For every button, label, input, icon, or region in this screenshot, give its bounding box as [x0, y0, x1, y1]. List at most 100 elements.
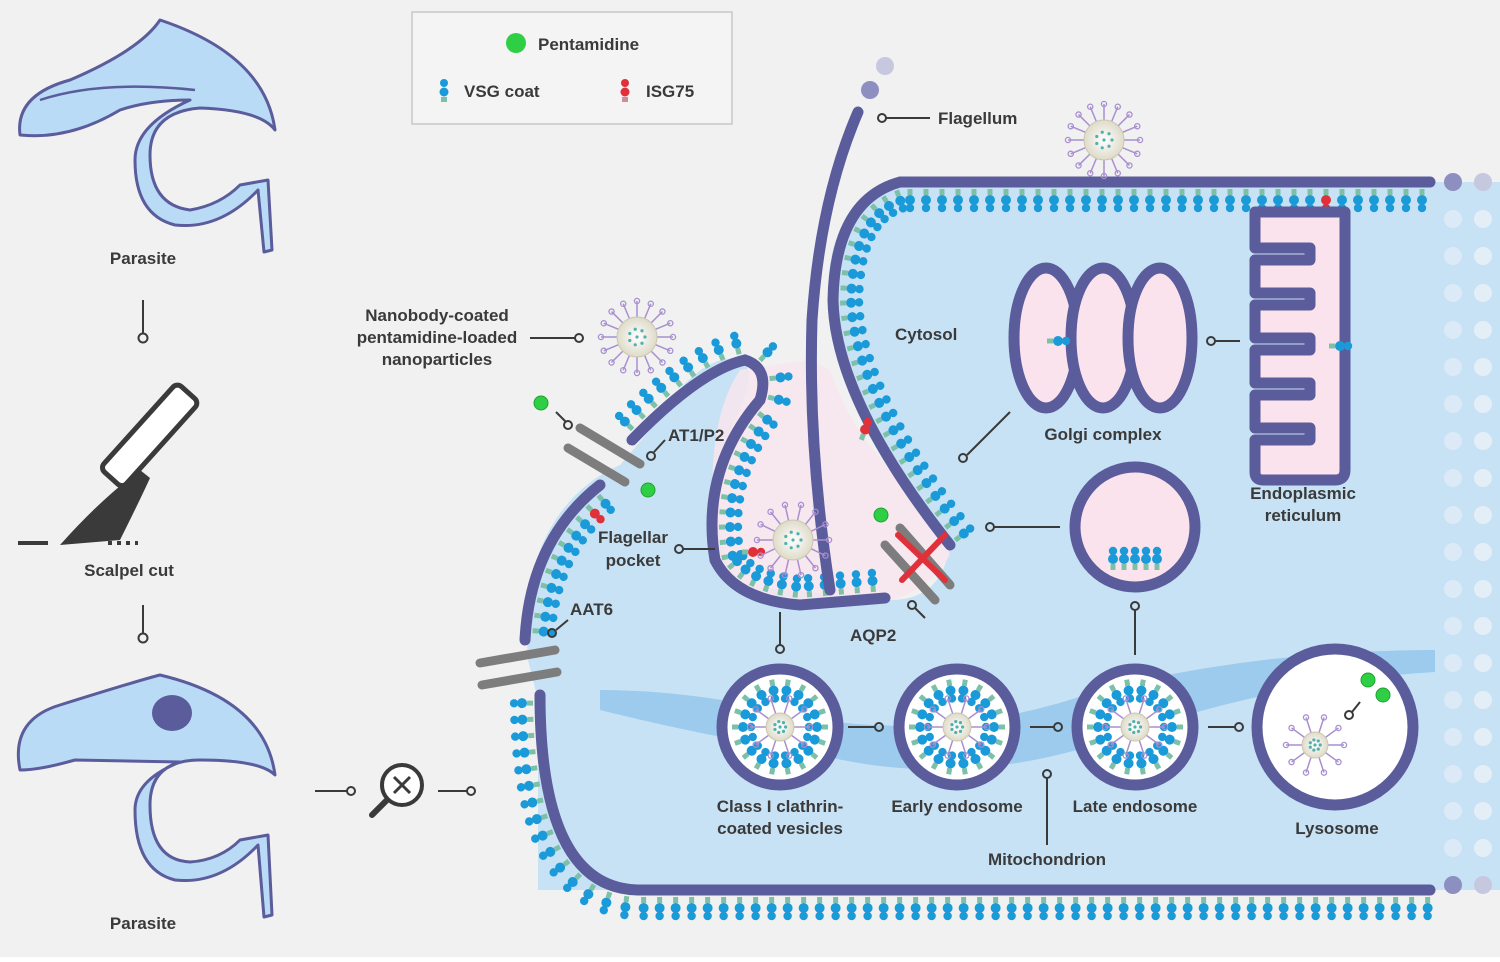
vsg-protein: [803, 732, 826, 746]
edge-dot: [1444, 728, 1462, 746]
vsg-protein: [937, 189, 947, 213]
nanoparticle: [597, 297, 677, 377]
vsg-protein: [847, 240, 871, 253]
vsg-protein: [862, 897, 873, 921]
golgi-complex: [1008, 262, 1198, 414]
vsg-protein: [758, 342, 778, 363]
vsg-protein: [967, 747, 984, 770]
flagellum-label: Flagellum: [938, 109, 1017, 128]
vsg-protein: [851, 570, 862, 594]
vsg-protein: [753, 684, 770, 707]
vsg-protein: [907, 461, 929, 479]
edge-dot: [1474, 765, 1492, 783]
vsg-protein: [930, 684, 947, 707]
edge-dot: [1474, 802, 1492, 820]
vsg-protein: [514, 764, 538, 775]
vsg-protein: [531, 829, 554, 843]
vsg-protein: [599, 891, 613, 915]
edge-dot: [1474, 358, 1492, 376]
vsg-protein: [780, 679, 792, 703]
at1-p2-channel: [563, 423, 645, 487]
vsg-protein: [798, 897, 809, 921]
vsg-protein: [814, 897, 825, 921]
vsg-protein: [850, 353, 874, 367]
aqp2-label: AQP2: [850, 626, 896, 645]
vsg-protein: [867, 568, 878, 593]
vsg-protein: [719, 507, 743, 518]
nanoparticle: [1064, 100, 1144, 180]
vsg-protein: [930, 747, 947, 770]
vsg-protein: [626, 400, 646, 420]
vsg-protein: [756, 410, 778, 429]
vsg-protein: [544, 567, 568, 582]
nanoparticles-layer: [597, 100, 1348, 776]
vsg-protein: [654, 897, 665, 921]
vsg-protein: [509, 698, 534, 709]
vsg-protein: [711, 338, 726, 362]
vsg-protein: [953, 189, 963, 213]
vsg-protein: [1310, 897, 1321, 921]
vsg-protein: [905, 189, 915, 213]
vsg-protein: [1038, 897, 1049, 921]
vsg-protein: [563, 872, 583, 893]
edge-dot: [1474, 617, 1492, 635]
vsg-protein: [980, 732, 1003, 746]
vsg-protein: [1329, 341, 1353, 351]
zoom-flow: [315, 786, 476, 796]
vsg-protein: [549, 859, 571, 877]
recycling-vesicle: [1069, 461, 1201, 593]
vsg-protein: [990, 897, 1001, 921]
vsg-protein: [840, 283, 864, 294]
vsg-protein: [1145, 747, 1162, 770]
vsg-protein: [868, 395, 891, 410]
vsg-protein: [679, 356, 697, 378]
vsg-protein: [911, 732, 934, 746]
vsg-protein: [736, 558, 755, 580]
legend-pentamidine-swatch: [506, 33, 526, 53]
vsg-protein: [967, 684, 984, 707]
vsg-protein: [1081, 189, 1091, 213]
membrane-left: [519, 479, 606, 646]
flagellum-tip-dot: [861, 81, 879, 99]
vsg-protein: [958, 897, 969, 921]
vsg-protein: [1123, 679, 1135, 703]
edge-dot: [1444, 321, 1462, 339]
vsg-protein: [853, 226, 876, 242]
edge-dot: [1474, 543, 1492, 561]
vsg-protein: [1230, 897, 1241, 921]
vsg-protein: [579, 883, 597, 906]
vsg-protein: [1108, 747, 1125, 770]
vsg-protein: [750, 897, 761, 921]
vsg-protein: [1006, 897, 1017, 921]
vsg-protein: [1417, 189, 1427, 213]
vsg-protein: [894, 189, 908, 213]
vsg-protein: [969, 189, 979, 213]
vsg-protein: [1225, 189, 1235, 213]
vsg-protein: [734, 732, 757, 746]
endocytic-vesicle: [716, 663, 844, 791]
vsg-protein: [898, 448, 921, 465]
vsg-protein: [1022, 897, 1033, 921]
edge-dot: [1474, 247, 1492, 265]
vsg-protein: [766, 897, 777, 921]
vsg-protein: [953, 524, 975, 543]
edge-dot: [1444, 543, 1462, 561]
vsg-protein: [830, 897, 841, 921]
nanoparticle: [753, 501, 833, 579]
vsg-protein: [1193, 189, 1203, 213]
nanoparticles-label-line3: nanoparticles: [382, 350, 493, 369]
vsg-protein: [921, 189, 931, 213]
vsg-protein: [1342, 897, 1353, 921]
vsg-protein: [943, 511, 965, 530]
vsg-protein: [1158, 732, 1181, 746]
vsg-protein: [733, 450, 756, 465]
vsg-protein: [1278, 897, 1289, 921]
edge-dot: [1474, 432, 1492, 450]
vsg-protein: [1097, 189, 1107, 213]
vsg-protein: [723, 478, 747, 491]
vsg-protein: [718, 521, 743, 532]
vsg-protein: [1158, 708, 1181, 722]
vsg-protein: [1118, 897, 1129, 921]
edge-dot: [1444, 247, 1462, 265]
